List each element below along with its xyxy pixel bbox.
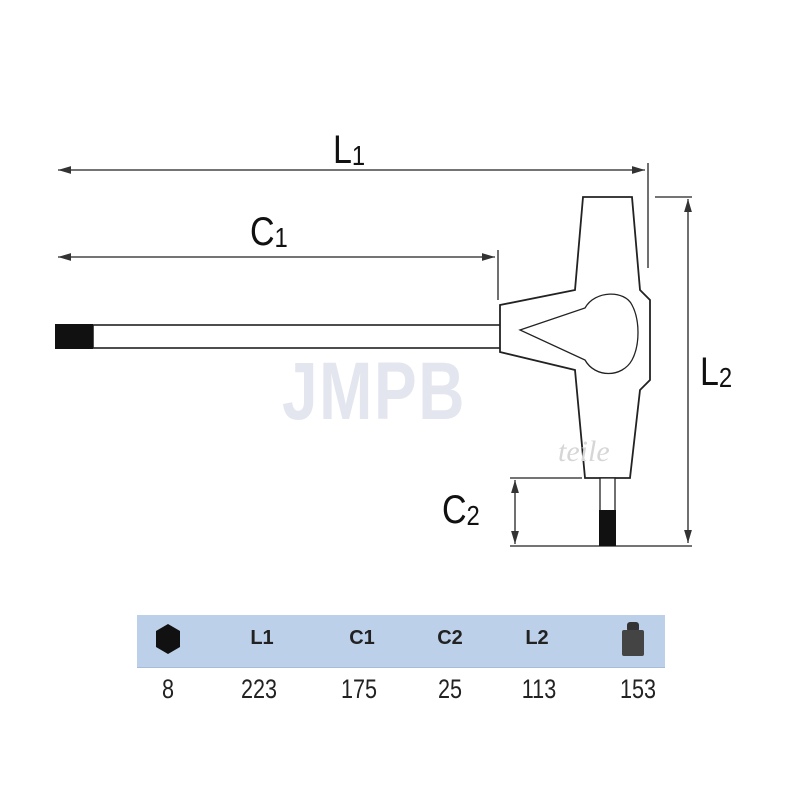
header-c1: C1 bbox=[349, 627, 375, 649]
shaft-hex-tip bbox=[55, 324, 93, 349]
l1-label: L1 bbox=[333, 128, 366, 172]
value-c1: 175 bbox=[340, 674, 378, 704]
header-l2: L2 bbox=[525, 627, 549, 649]
value-l2: 113 bbox=[521, 674, 557, 704]
short-shaft bbox=[599, 477, 616, 513]
header-c2: C2 bbox=[437, 627, 463, 649]
short-hex-tip bbox=[599, 510, 616, 546]
l2-label: L2 bbox=[700, 350, 733, 394]
handle-grip-recess bbox=[518, 293, 639, 374]
watermark-logo: JMPB bbox=[282, 346, 466, 437]
spec-table-header bbox=[137, 615, 665, 668]
value-c2: 25 bbox=[437, 674, 463, 704]
header-l1: L1 bbox=[250, 627, 274, 649]
c1-label: C1 bbox=[250, 210, 288, 254]
shaft bbox=[92, 324, 502, 349]
c2-label: C2 bbox=[442, 488, 480, 532]
value-l1: 223 bbox=[240, 674, 278, 704]
value-hex-size: 8 bbox=[161, 674, 175, 704]
t-handle bbox=[499, 196, 651, 479]
value-weight: 153 bbox=[619, 674, 657, 704]
